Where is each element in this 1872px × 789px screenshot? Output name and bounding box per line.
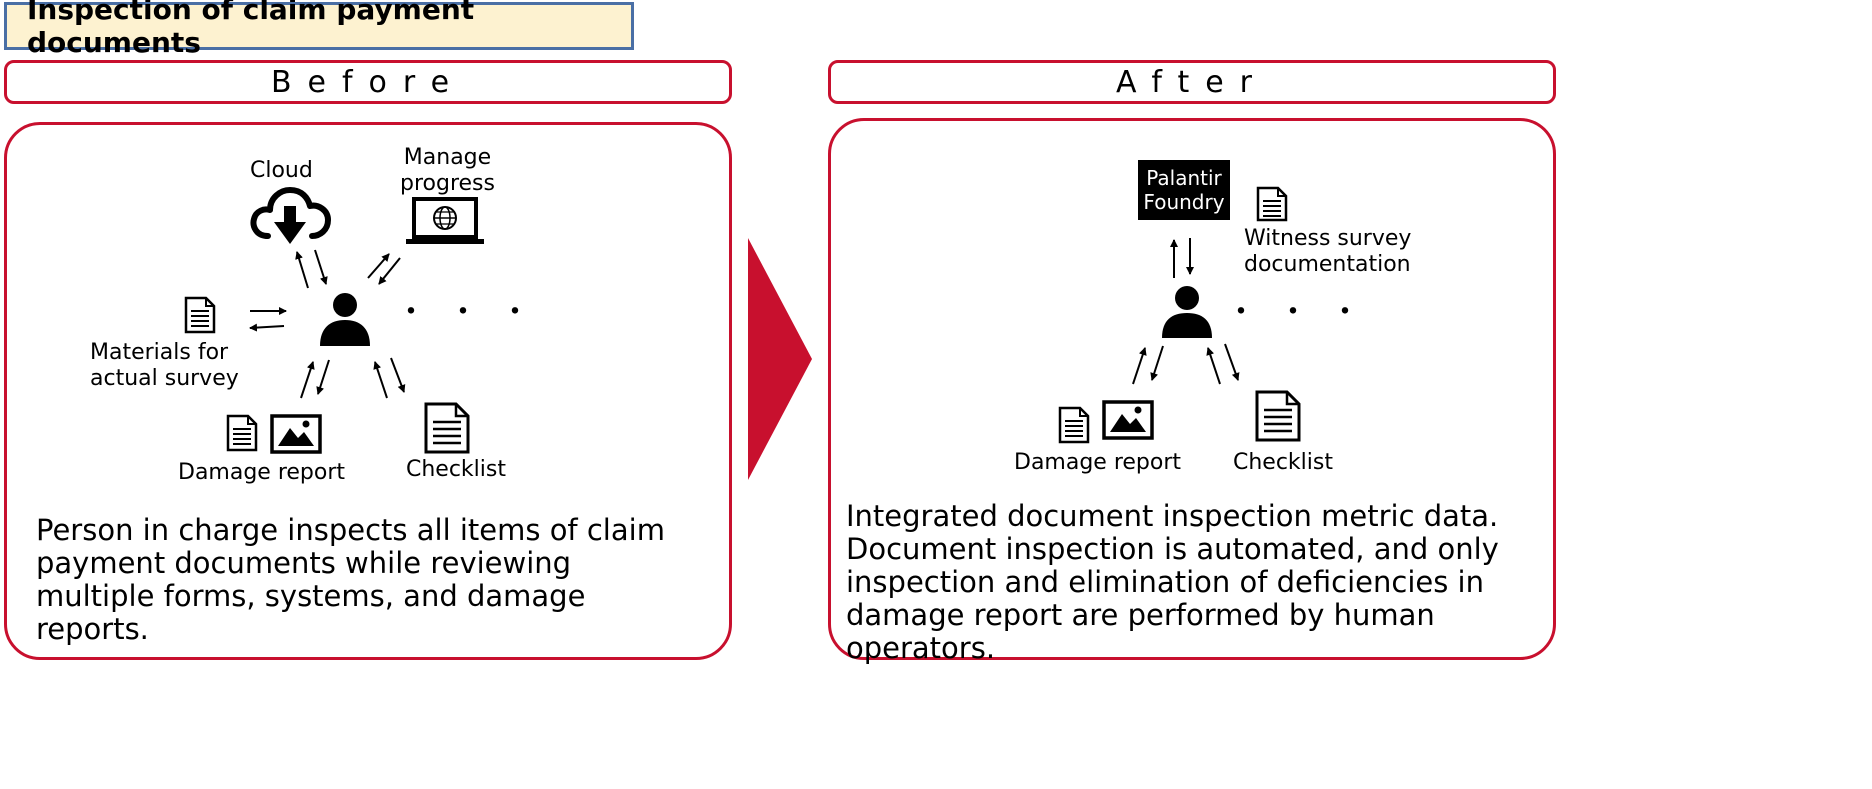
palantir-foundry-box: Palantir Foundry bbox=[1138, 160, 1230, 220]
document-icon bbox=[1256, 186, 1288, 222]
document-icon bbox=[1058, 406, 1090, 444]
cloud-label: Cloud bbox=[250, 158, 313, 183]
after-panel bbox=[828, 118, 1556, 660]
after-header: After bbox=[828, 60, 1556, 104]
before-description: Person in charge inspects all items of c… bbox=[36, 513, 665, 646]
cloud-download-icon bbox=[250, 187, 331, 244]
document-icon bbox=[226, 414, 258, 452]
laptop-globe-icon bbox=[406, 197, 484, 244]
image-icon bbox=[270, 414, 322, 454]
before-panel bbox=[4, 122, 732, 660]
before-header: Before bbox=[4, 60, 732, 104]
person-icon bbox=[320, 293, 370, 346]
ellipsis: ・・・ bbox=[1226, 295, 1382, 330]
after-description: Integrated document inspection metric da… bbox=[846, 499, 1499, 665]
ellipsis: ・・・ bbox=[396, 295, 552, 330]
person-icon bbox=[1162, 286, 1212, 338]
image-icon bbox=[1102, 400, 1154, 440]
materials-label: Materials for actual survey bbox=[90, 340, 239, 391]
checklist-label: Checklist bbox=[406, 457, 506, 482]
witness-label: Witness survey documentation bbox=[1244, 226, 1412, 277]
document-icon bbox=[184, 296, 216, 334]
manage-progress-label: Manage progress bbox=[400, 145, 495, 196]
damage-report-label: Damage report bbox=[1014, 450, 1182, 475]
checklist-label: Checklist bbox=[1233, 450, 1333, 475]
damage-report-label: Damage report bbox=[178, 460, 346, 485]
checklist-document-icon bbox=[1255, 390, 1301, 442]
checklist-document-icon bbox=[424, 402, 470, 454]
big-right-arrow-icon bbox=[748, 238, 812, 480]
